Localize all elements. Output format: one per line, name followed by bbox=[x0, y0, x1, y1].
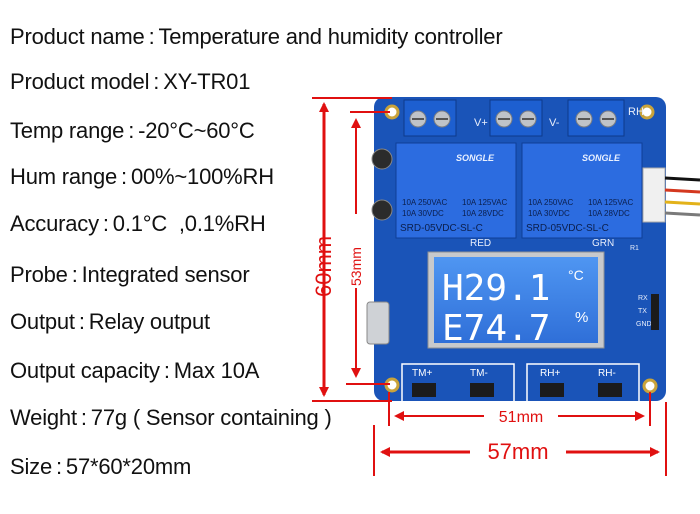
terminal-block-mid bbox=[489, 99, 543, 137]
lcd-humidity-reading: H29.1 bbox=[442, 268, 550, 309]
svg-text:SONGLE: SONGLE bbox=[582, 153, 621, 163]
inner-height-dimension-label: 53mm bbox=[348, 247, 364, 286]
spec-hum-range: Hum range:00%~100%RH bbox=[10, 164, 274, 189]
terminal-block-left bbox=[403, 99, 457, 137]
rh-minus-button[interactable] bbox=[598, 383, 622, 397]
spec-output: Output:Relay output bbox=[10, 309, 210, 334]
label-red: RED bbox=[470, 238, 491, 249]
button-label-rh-plus: RH+ bbox=[540, 368, 560, 379]
label-grn: GRN bbox=[592, 238, 614, 249]
label-rh: RH bbox=[628, 106, 644, 118]
svg-text:10A 125VAC: 10A 125VAC bbox=[588, 198, 633, 207]
inner-width-dimension-label: 51mm bbox=[499, 409, 543, 426]
product-photo: V+ V- RH SONGLE 10A 250VAC 10A 125VAC 10… bbox=[300, 88, 700, 509]
lcd-unit-percent: % bbox=[575, 309, 588, 326]
label-tx: TX bbox=[638, 308, 647, 315]
micro-usb-port bbox=[366, 301, 390, 345]
terminal-block-right bbox=[567, 99, 625, 137]
relay-left: SONGLE 10A 250VAC 10A 125VAC 10A 30VDC 1… bbox=[395, 142, 517, 239]
label-v-plus: V+ bbox=[474, 117, 488, 129]
svg-text:10A 250VAC: 10A 250VAC bbox=[402, 198, 447, 207]
label-gnd: GND bbox=[636, 321, 652, 328]
label-v-minus: V- bbox=[549, 117, 560, 129]
label-r1: R1 bbox=[630, 245, 639, 252]
tm-plus-button[interactable] bbox=[412, 383, 436, 397]
lcd-temperature-reading: E74.7 bbox=[442, 308, 550, 349]
capacitor bbox=[371, 148, 393, 170]
lcd-display: H29.1 E74.7 °C % bbox=[427, 251, 605, 349]
button-label-tm-minus: TM- bbox=[470, 368, 488, 379]
spec-probe: Probe:Integrated sensor bbox=[10, 262, 250, 287]
spec-weight: Weight:77g ( Sensor containing ) bbox=[10, 405, 332, 430]
rh-plus-button[interactable] bbox=[540, 383, 564, 397]
tm-minus-button[interactable] bbox=[470, 383, 494, 397]
spec-accuracy: Accuracy:0.1°C ,0.1%RH bbox=[10, 211, 266, 236]
svg-text:10A 28VDC: 10A 28VDC bbox=[462, 209, 504, 218]
svg-text:SRD-05VDC-SL-C: SRD-05VDC-SL-C bbox=[400, 223, 483, 234]
svg-text:SRD-05VDC-SL-C: SRD-05VDC-SL-C bbox=[526, 223, 609, 234]
button-label-rh-minus: RH- bbox=[598, 368, 616, 379]
spec-temp-range: Temp range:-20°C~60°C bbox=[10, 118, 255, 143]
svg-text:SONGLE: SONGLE bbox=[456, 153, 495, 163]
svg-text:10A 30VDC: 10A 30VDC bbox=[528, 209, 570, 218]
board-illustration: V+ V- RH SONGLE 10A 250VAC 10A 125VAC 10… bbox=[311, 97, 700, 476]
spec-product-name: Product name:Temperature and humidity co… bbox=[10, 24, 503, 49]
sensor-connector bbox=[642, 167, 666, 223]
label-rx: RX bbox=[638, 295, 648, 302]
capacitor bbox=[371, 199, 393, 221]
svg-text:10A 125VAC: 10A 125VAC bbox=[462, 198, 507, 207]
button-label-tm-plus: TM+ bbox=[412, 368, 432, 379]
height-dimension-label: 60mm bbox=[311, 236, 336, 297]
svg-text:10A 30VDC: 10A 30VDC bbox=[402, 209, 444, 218]
width-dimension-label: 57mm bbox=[487, 439, 548, 464]
relay-right: SONGLE 10A 250VAC 10A 125VAC 10A 30VDC 1… bbox=[521, 142, 643, 239]
spec-product-model: Product model:XY-TR01 bbox=[10, 69, 251, 94]
lcd-unit-celsius: °C bbox=[568, 267, 584, 283]
spec-size: Size:57*60*20mm bbox=[10, 454, 192, 479]
svg-text:10A 28VDC: 10A 28VDC bbox=[588, 209, 630, 218]
svg-text:10A 250VAC: 10A 250VAC bbox=[528, 198, 573, 207]
spec-output-capacity: Output capacity:Max 10A bbox=[10, 358, 260, 383]
